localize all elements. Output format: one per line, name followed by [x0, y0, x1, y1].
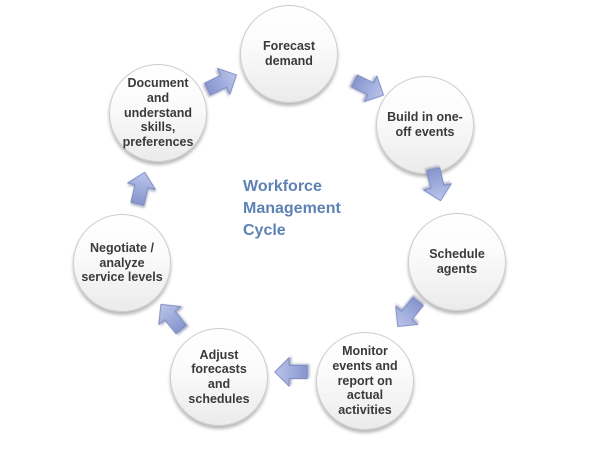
cycle-step-schedule-agents: Schedule agents	[408, 213, 506, 311]
cycle-step-label: Adjust forecasts and schedules	[188, 347, 250, 406]
cycle-step-label: Forecast demand	[262, 39, 316, 68]
cycle-step-monitor-events: Monitor events and report on actual acti…	[316, 332, 414, 430]
cycle-step-label: Document and understand skills, preferen…	[122, 76, 194, 150]
diagram-title: Workforce Management Cycle	[243, 178, 341, 240]
cycle-step-forecast-demand: Forecast demand	[240, 5, 338, 103]
cycle-step-build-one-off-events: Build in one- off events	[376, 76, 474, 174]
cycle-step-label: Negotiate / analyze service levels	[81, 240, 163, 285]
arrow-forecast-to-build-icon	[344, 63, 395, 114]
arrow-monitor-to-adjust-icon	[272, 353, 310, 391]
arrow-document-to-forecast-icon	[197, 57, 248, 108]
arrow-adjust-to-negotiate-icon	[144, 290, 197, 343]
cycle-step-negotiate-analyze: Negotiate / analyze service levels	[73, 214, 171, 312]
cycle-step-label: Schedule agents	[429, 247, 485, 276]
arrow-schedule-to-monitor-icon	[381, 287, 434, 340]
cycle-step-label: Monitor events and report on actual acti…	[332, 344, 398, 418]
arrow-build-to-schedule-icon	[414, 162, 460, 208]
cycle-step-document-skills: Document and understand skills, preferen…	[109, 64, 207, 162]
arrow-negotiate-to-document-icon	[118, 165, 164, 211]
cycle-step-adjust-forecasts: Adjust forecasts and schedules	[170, 328, 268, 426]
cycle-step-label: Build in one- off events	[387, 110, 463, 139]
